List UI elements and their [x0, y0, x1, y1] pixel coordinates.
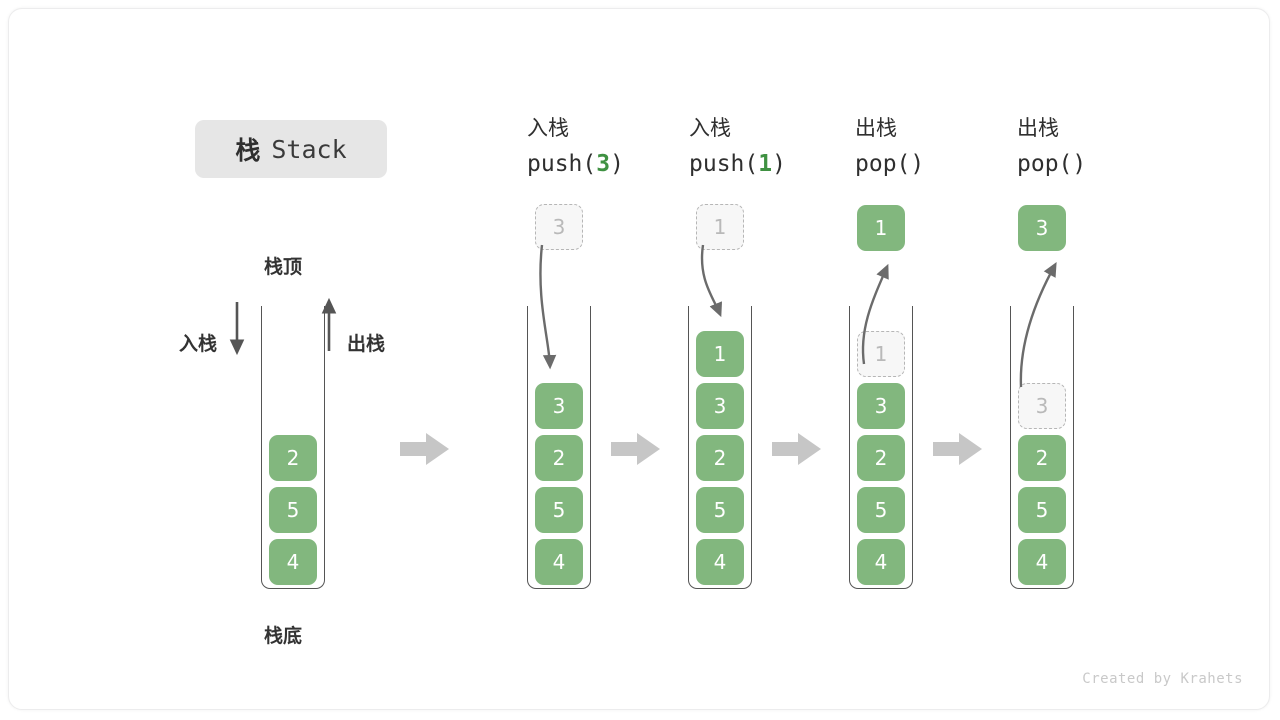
flow-arrow-2 — [611, 433, 660, 465]
stack-container-initial — [261, 306, 325, 589]
stack-cell: 1 — [696, 331, 744, 377]
stage-head-push-1: 入栈 push(1) — [689, 113, 869, 182]
stack-cell-ghost: 3 — [1018, 383, 1066, 429]
code-suffix: ) — [910, 151, 925, 178]
stack-cell: 3 — [535, 383, 583, 429]
stack-container-pop-3 — [1010, 306, 1074, 589]
code-arg: 1 — [758, 151, 773, 178]
stage-op-label: 出栈 — [1017, 116, 1059, 140]
popped-element-box: 3 — [1018, 205, 1066, 251]
code-suffix: ) — [1072, 151, 1087, 178]
stack-cell: 2 — [535, 435, 583, 481]
stage-code-label: push(3) — [527, 148, 707, 181]
flow-arrow-3 — [772, 433, 821, 465]
stack-cell: 2 — [857, 435, 905, 481]
diagram-canvas: 栈 Stack 栈顶 栈底 入栈 出栈 入栈 push(3) 入栈 push(1… — [8, 8, 1270, 710]
stack-container-pop-1 — [849, 306, 913, 589]
flow-arrow-1 — [400, 433, 449, 465]
stack-cell: 4 — [857, 539, 905, 585]
stack-cell: 5 — [696, 487, 744, 533]
code-prefix: pop( — [1017, 151, 1073, 178]
stack-cell: 5 — [857, 487, 905, 533]
stage-op-label: 入栈 — [689, 116, 731, 140]
stack-cell: 5 — [1018, 487, 1066, 533]
stack-cell: 5 — [269, 487, 317, 533]
stage-code-label: push(1) — [689, 148, 869, 181]
stage-code-label: pop() — [1017, 148, 1197, 181]
stack-cell: 5 — [535, 487, 583, 533]
code-prefix: pop( — [855, 151, 911, 178]
stack-container-push-3 — [527, 306, 591, 589]
code-suffix: ) — [772, 151, 786, 178]
pending-push-box: 3 — [535, 204, 583, 250]
label-stack-top: 栈顶 — [264, 256, 303, 278]
stage-head-pop-3: 出栈 pop() — [1017, 113, 1197, 182]
stage-code-label: pop() — [855, 148, 1035, 181]
stage-op-label: 出栈 — [855, 116, 897, 140]
credit-text: Created by Krahets — [1082, 671, 1243, 687]
code-suffix: ) — [610, 151, 624, 178]
code-prefix: push( — [689, 151, 759, 178]
flow-arrow-4 — [933, 433, 982, 465]
title-badge: 栈 Stack — [195, 120, 387, 178]
stack-cell: 2 — [696, 435, 744, 481]
stack-cell: 3 — [696, 383, 744, 429]
label-stack-bottom: 栈底 — [264, 625, 303, 647]
code-prefix: push( — [527, 151, 597, 178]
label-push-side: 入栈 — [179, 333, 218, 355]
stage-head-push-3: 入栈 push(3) — [527, 113, 707, 182]
stack-cell: 4 — [696, 539, 744, 585]
popped-element-box: 1 — [857, 205, 905, 251]
code-arg: 3 — [596, 151, 611, 178]
pending-push-box: 1 — [696, 204, 744, 250]
push-curve-arrow-1 — [700, 244, 723, 318]
stack-cell: 2 — [1018, 435, 1066, 481]
stage-head-pop-1: 出栈 pop() — [855, 113, 1035, 182]
stack-cell: 3 — [857, 383, 905, 429]
stack-cell: 4 — [269, 539, 317, 585]
label-pop-side: 出栈 — [347, 333, 386, 355]
stack-container-push-1 — [688, 306, 752, 589]
stage-op-label: 入栈 — [527, 116, 569, 140]
stack-cell: 4 — [1018, 539, 1066, 585]
title-en: Stack — [271, 134, 347, 164]
stack-cell-ghost: 1 — [857, 331, 905, 377]
stack-cell: 4 — [535, 539, 583, 585]
title-cn: 栈 — [235, 136, 262, 165]
stack-cell: 2 — [269, 435, 317, 481]
